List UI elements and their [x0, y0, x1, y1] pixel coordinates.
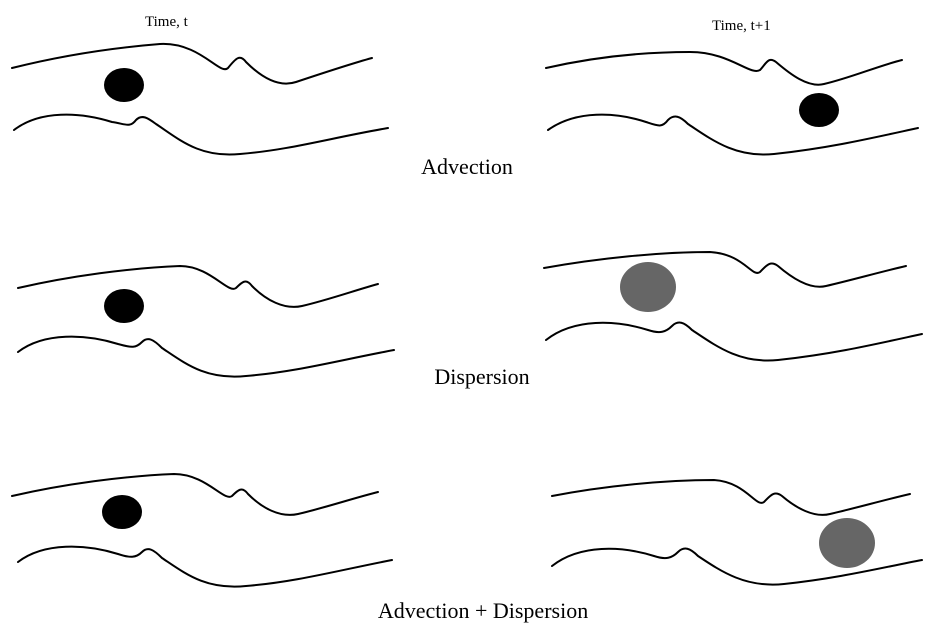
header-time-t-plus-1: Time, t+1: [712, 18, 771, 34]
channel-right-t-plus-1: [545, 51, 919, 156]
process-label-dispersion: Dispersion: [434, 364, 529, 389]
channel-right-t-plus-1: [551, 479, 923, 586]
channel-upper-bank: [11, 473, 379, 516]
channel-lower-bank: [551, 547, 923, 586]
process-label-advection: Advection: [421, 154, 513, 179]
header-time-t: Time, t: [145, 14, 189, 30]
channel-left-t: [11, 473, 393, 588]
pollutant-blob: [620, 262, 676, 312]
channel-upper-bank: [545, 51, 903, 86]
channel-lower-bank: [547, 113, 919, 156]
channel-left-t: [11, 42, 389, 156]
pollutant-blob: [104, 289, 144, 323]
channel-left-t: [17, 265, 395, 378]
pollutant-blob: [102, 495, 142, 529]
channel-upper-bank: [551, 479, 911, 516]
row-advection: Advection: [11, 42, 919, 179]
pollutant-blob: [104, 68, 144, 102]
row-advection-dispersion: Advection + Dispersion: [11, 473, 923, 623]
channel-upper-bank: [17, 265, 379, 308]
channel-lower-bank: [545, 321, 923, 362]
channel-right-t-plus-1: [543, 251, 923, 362]
pollutant-blob: [799, 93, 839, 127]
row-dispersion: Dispersion: [17, 251, 923, 389]
process-label-advection-dispersion: Advection + Dispersion: [378, 598, 588, 623]
channel-lower-bank: [17, 545, 393, 588]
pollutant-blob: [819, 518, 875, 568]
channel-lower-bank: [17, 335, 395, 378]
channel-lower-bank: [13, 113, 389, 156]
channel-upper-bank: [543, 251, 907, 288]
channel-upper-bank: [11, 42, 373, 85]
